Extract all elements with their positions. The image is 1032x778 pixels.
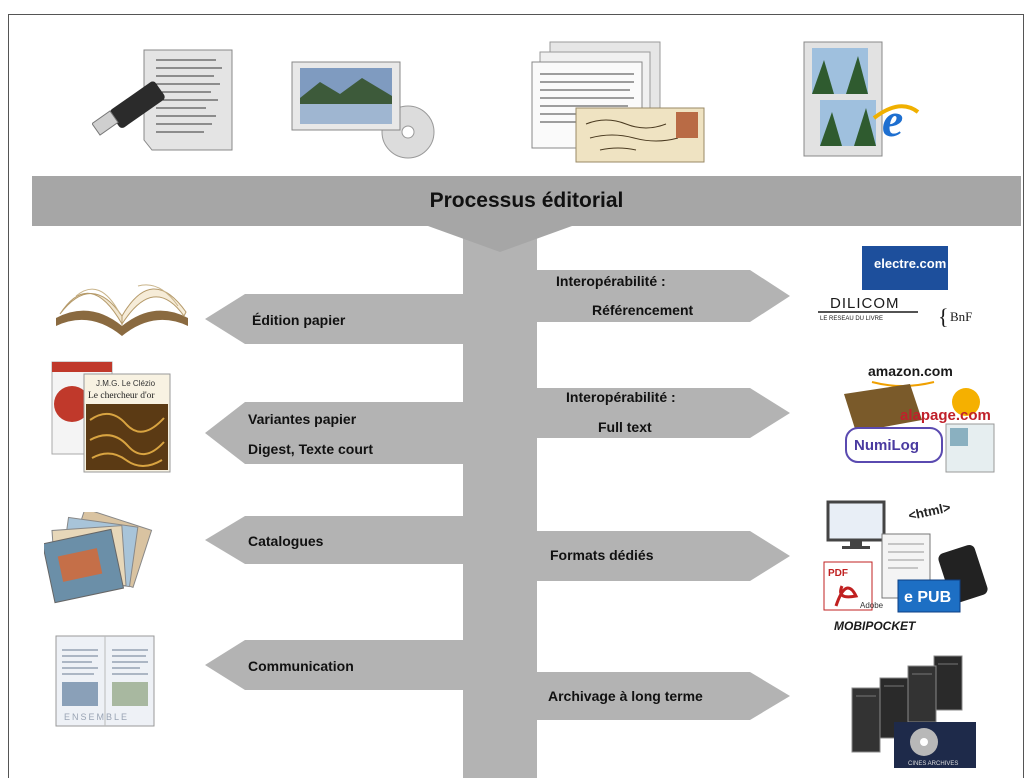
- dilicom-subtitle: LE RESEAU DU LIVRE: [820, 316, 883, 322]
- html-tag-text: <html>: [907, 499, 952, 523]
- referencement-logos: electre.com DILICOM LE RESEAU DU LIVRE {…: [816, 244, 1016, 334]
- svg-text:{: {: [938, 304, 949, 329]
- epub-logo-text: e PUB: [904, 589, 951, 606]
- label-variantes-papier: Variantes papier: [248, 411, 357, 427]
- label-digest-texte-court: Digest, Texte court: [248, 441, 373, 457]
- title-banner: Processus éditorial: [32, 176, 1021, 226]
- svg-text:e: e: [882, 94, 903, 147]
- electre-logo: [862, 246, 948, 290]
- label-catalogues: Catalogues: [248, 533, 324, 549]
- label-interop-2: Interopérabilité :: [566, 389, 676, 405]
- label-edition-papier: Édition papier: [252, 312, 346, 328]
- adobe-logo-text: Adobe: [860, 601, 884, 610]
- open-book-icon: [52, 266, 192, 338]
- book-covers-icon: J.M.G. Le Clézio Le chercheur d'or: [50, 360, 175, 475]
- svg-text:ENSEMBLE: ENSEMBLE: [64, 712, 129, 722]
- numilog-logo-text: NumiLog: [854, 437, 919, 454]
- cines-logo-text: CINES ARCHIVES: [908, 761, 958, 767]
- banner-down-arrowhead: [428, 226, 572, 252]
- alapage-logo-text: alapage.com: [900, 407, 991, 424]
- documents-letter-icon: [530, 40, 710, 165]
- label-communication: Communication: [248, 658, 354, 674]
- electre-logo-text: electre.com: [874, 256, 946, 271]
- mobipocket-logo-text: MOBIPOCKET: [834, 619, 917, 633]
- catalogues-fan-icon: [44, 512, 162, 604]
- arrow-formats-dedies: [536, 531, 790, 581]
- arrow-edition-papier: [205, 294, 464, 344]
- arrow-catalogues: [205, 516, 464, 564]
- arrow-archivage: [536, 672, 790, 720]
- label-interop-1: Interopérabilité :: [556, 273, 666, 289]
- slide-frame: [8, 14, 1024, 778]
- book-cover-author: J.M.G. Le Clézio: [96, 379, 156, 388]
- dilicom-logo-text: DILICOM: [830, 295, 900, 312]
- arrow-referencement: [536, 270, 790, 322]
- formats-logos: <html> PDF Adobe e PUB MOBIPOCKET: [818, 496, 1018, 636]
- bnf-logo-text: BnF: [950, 309, 972, 324]
- label-referencement: Référencement: [592, 302, 694, 318]
- label-archivage: Archivage à long terme: [548, 688, 703, 704]
- diagram-title: Processus éditorial: [429, 189, 624, 212]
- fulltext-logos: amazon.com alapage.com NumiLog: [838, 358, 1024, 478]
- book-cover-title: Le chercheur d'or: [88, 391, 155, 401]
- arrow-full-text: [536, 388, 790, 438]
- photo-cd-icon: [290, 60, 440, 160]
- brochure-icon: ENSEMBLE: [54, 634, 156, 728]
- label-full-text: Full text: [598, 419, 652, 435]
- pdf-logo-text: PDF: [828, 568, 848, 579]
- usb-manuscript-icon: [92, 44, 242, 154]
- archive-servers-icon: CINES ARCHIVES: [838, 652, 978, 770]
- label-formats-dedies: Formats dédiés: [550, 547, 654, 563]
- amazon-logo-text: amazon.com: [868, 363, 953, 379]
- central-stem: [463, 226, 537, 778]
- arrow-communication: [205, 640, 464, 690]
- arrow-variantes-papier: [205, 402, 464, 464]
- web-images-ie-icon: e: [802, 40, 922, 158]
